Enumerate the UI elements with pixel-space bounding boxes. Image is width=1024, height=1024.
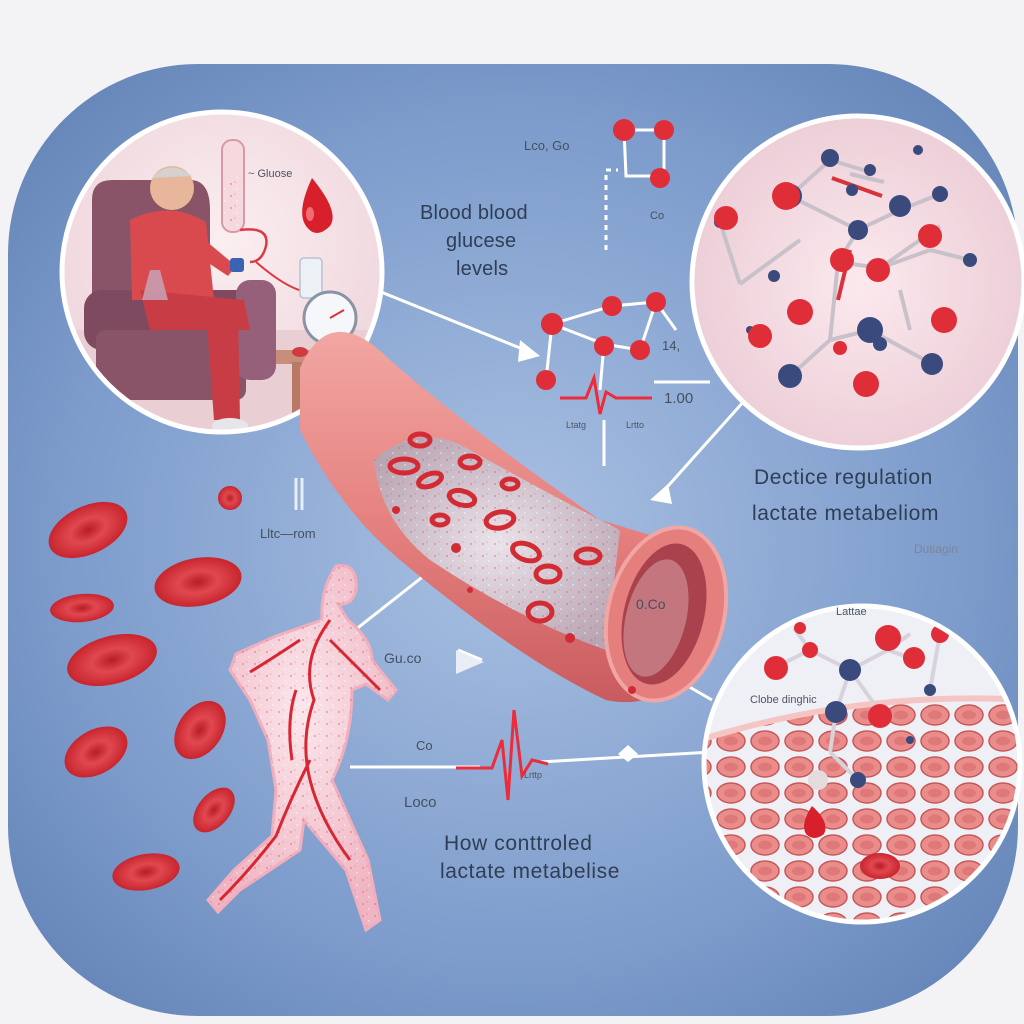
- red-blood-cell-icon: [48, 501, 128, 559]
- blood-glucose-label-1: Blood blood: [420, 202, 528, 224]
- dutiagin-label: Dutiagin: [914, 542, 959, 556]
- formula-top-label: Lco, Go: [524, 138, 570, 153]
- seated-patient-scene: [59, 109, 385, 435]
- regulation-title-2: lactate metabeliom: [752, 502, 940, 525]
- left-mid-label: Lltc—rom: [260, 526, 316, 541]
- runner-veins: [218, 619, 382, 902]
- glucose-meter-icon: [230, 258, 244, 272]
- ecg-wave-lower: [456, 709, 549, 801]
- clobe-label: Clobe dinghic: [750, 694, 817, 706]
- red-blood-cell-icon: [67, 633, 157, 687]
- formula-100-label: 1.00: [664, 390, 694, 407]
- formula-co-label: Co: [650, 210, 665, 222]
- wave-label-3: Lrttp: [524, 770, 543, 780]
- inset-gluose-label: ~ Gluose: [248, 168, 293, 180]
- ecg-wave-upper: [560, 372, 652, 415]
- red-blood-cells: [48, 486, 242, 891]
- red-blood-cell-icon: [50, 593, 114, 623]
- glucose-molecule-diagram: [536, 119, 678, 391]
- ecg-waves: [456, 372, 652, 801]
- tissue-navy-atoms: [825, 659, 936, 788]
- wave-label-1: Ltatg: [566, 420, 587, 430]
- lattae-label: Lattae: [836, 606, 867, 618]
- up-arrow-icon: [294, 478, 304, 510]
- formula-14-label: 14,: [662, 338, 681, 353]
- red-blood-cell-icon: [112, 853, 180, 891]
- loco-label: Loco: [404, 794, 437, 811]
- blood-glucose-label-3: levels: [456, 258, 509, 280]
- red-atoms: [714, 182, 957, 397]
- small-arrow-icon: [456, 650, 484, 674]
- co-left-label: Co: [416, 738, 433, 753]
- wave-label-2: Lrtto: [626, 420, 645, 430]
- oco-label: 0.Co: [636, 596, 666, 612]
- connector-line: [457, 648, 483, 662]
- bottom-title-2: lactate metabelise: [440, 860, 621, 883]
- connector-line: [658, 398, 747, 497]
- red-blood-cell-icon: [193, 787, 235, 833]
- connector-line: [375, 288, 531, 354]
- blood-glucose-label-2: glucese: [446, 230, 517, 252]
- molecule-network-scene: [689, 113, 1024, 451]
- bottom-title-1: How conttroled: [444, 832, 593, 855]
- running-body-figure: [206, 564, 398, 933]
- vessel-blood-cells: [387, 431, 603, 624]
- gulco-label: Gu.co: [384, 650, 422, 666]
- tissue-scene: [701, 603, 1023, 925]
- red-blood-cell-icon: [218, 486, 242, 510]
- regulation-title-1: Dectice regulation: [754, 466, 933, 489]
- connector-line: [604, 168, 618, 250]
- red-blood-cell-icon: [64, 726, 128, 778]
- red-blood-cell-icon: [174, 700, 226, 760]
- tissue-cells: [706, 698, 1018, 920]
- red-blood-cell-icon: [154, 557, 242, 607]
- blood-vessel: [300, 331, 729, 703]
